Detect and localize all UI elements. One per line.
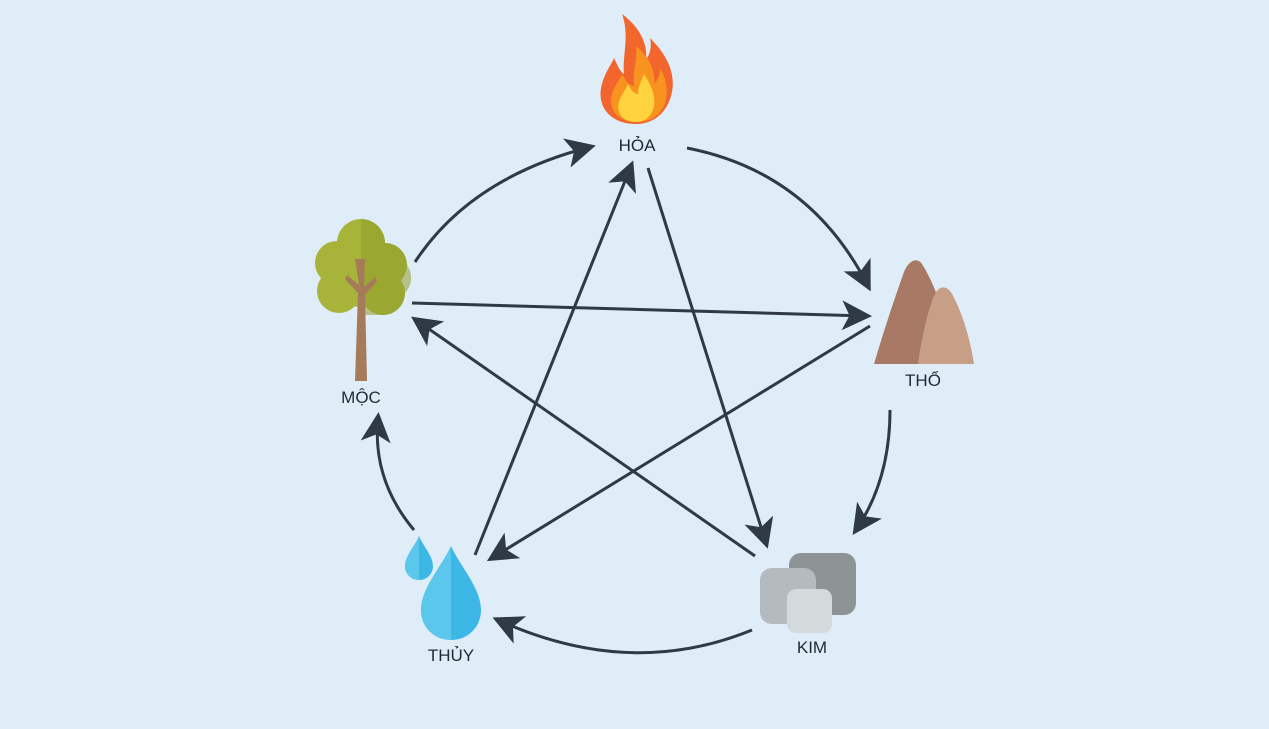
arrow-thuy-to-hoa (473, 160, 636, 556)
label-thuy: THỦY (428, 646, 474, 665)
label-moc: MỘC (341, 388, 381, 407)
label-hoa: HỎA (619, 136, 657, 155)
label-kim: KIM (797, 638, 827, 657)
controlling-cycle (411, 160, 872, 562)
fire-icon (600, 14, 673, 124)
metal-icon (760, 553, 856, 633)
water-drop-icon (405, 536, 481, 640)
arrow-tho-to-kim (852, 409, 892, 535)
arrow-moc-to-tho (411, 300, 872, 331)
mountain-icon (874, 260, 974, 364)
arrow-kim-to-moc (411, 316, 756, 558)
generating-cycle (360, 138, 892, 655)
arrow-thuy-to-moc (360, 412, 416, 531)
label-tho: THỔ (905, 371, 941, 390)
arrow-hoa-to-tho (686, 146, 871, 292)
arrow-moc-to-hoa (413, 138, 596, 263)
arrow-kim-to-thuy (492, 616, 753, 655)
arrow-hoa-to-kim (646, 167, 774, 549)
tree-icon (315, 219, 412, 381)
arrow-tho-to-thuy (486, 324, 871, 562)
